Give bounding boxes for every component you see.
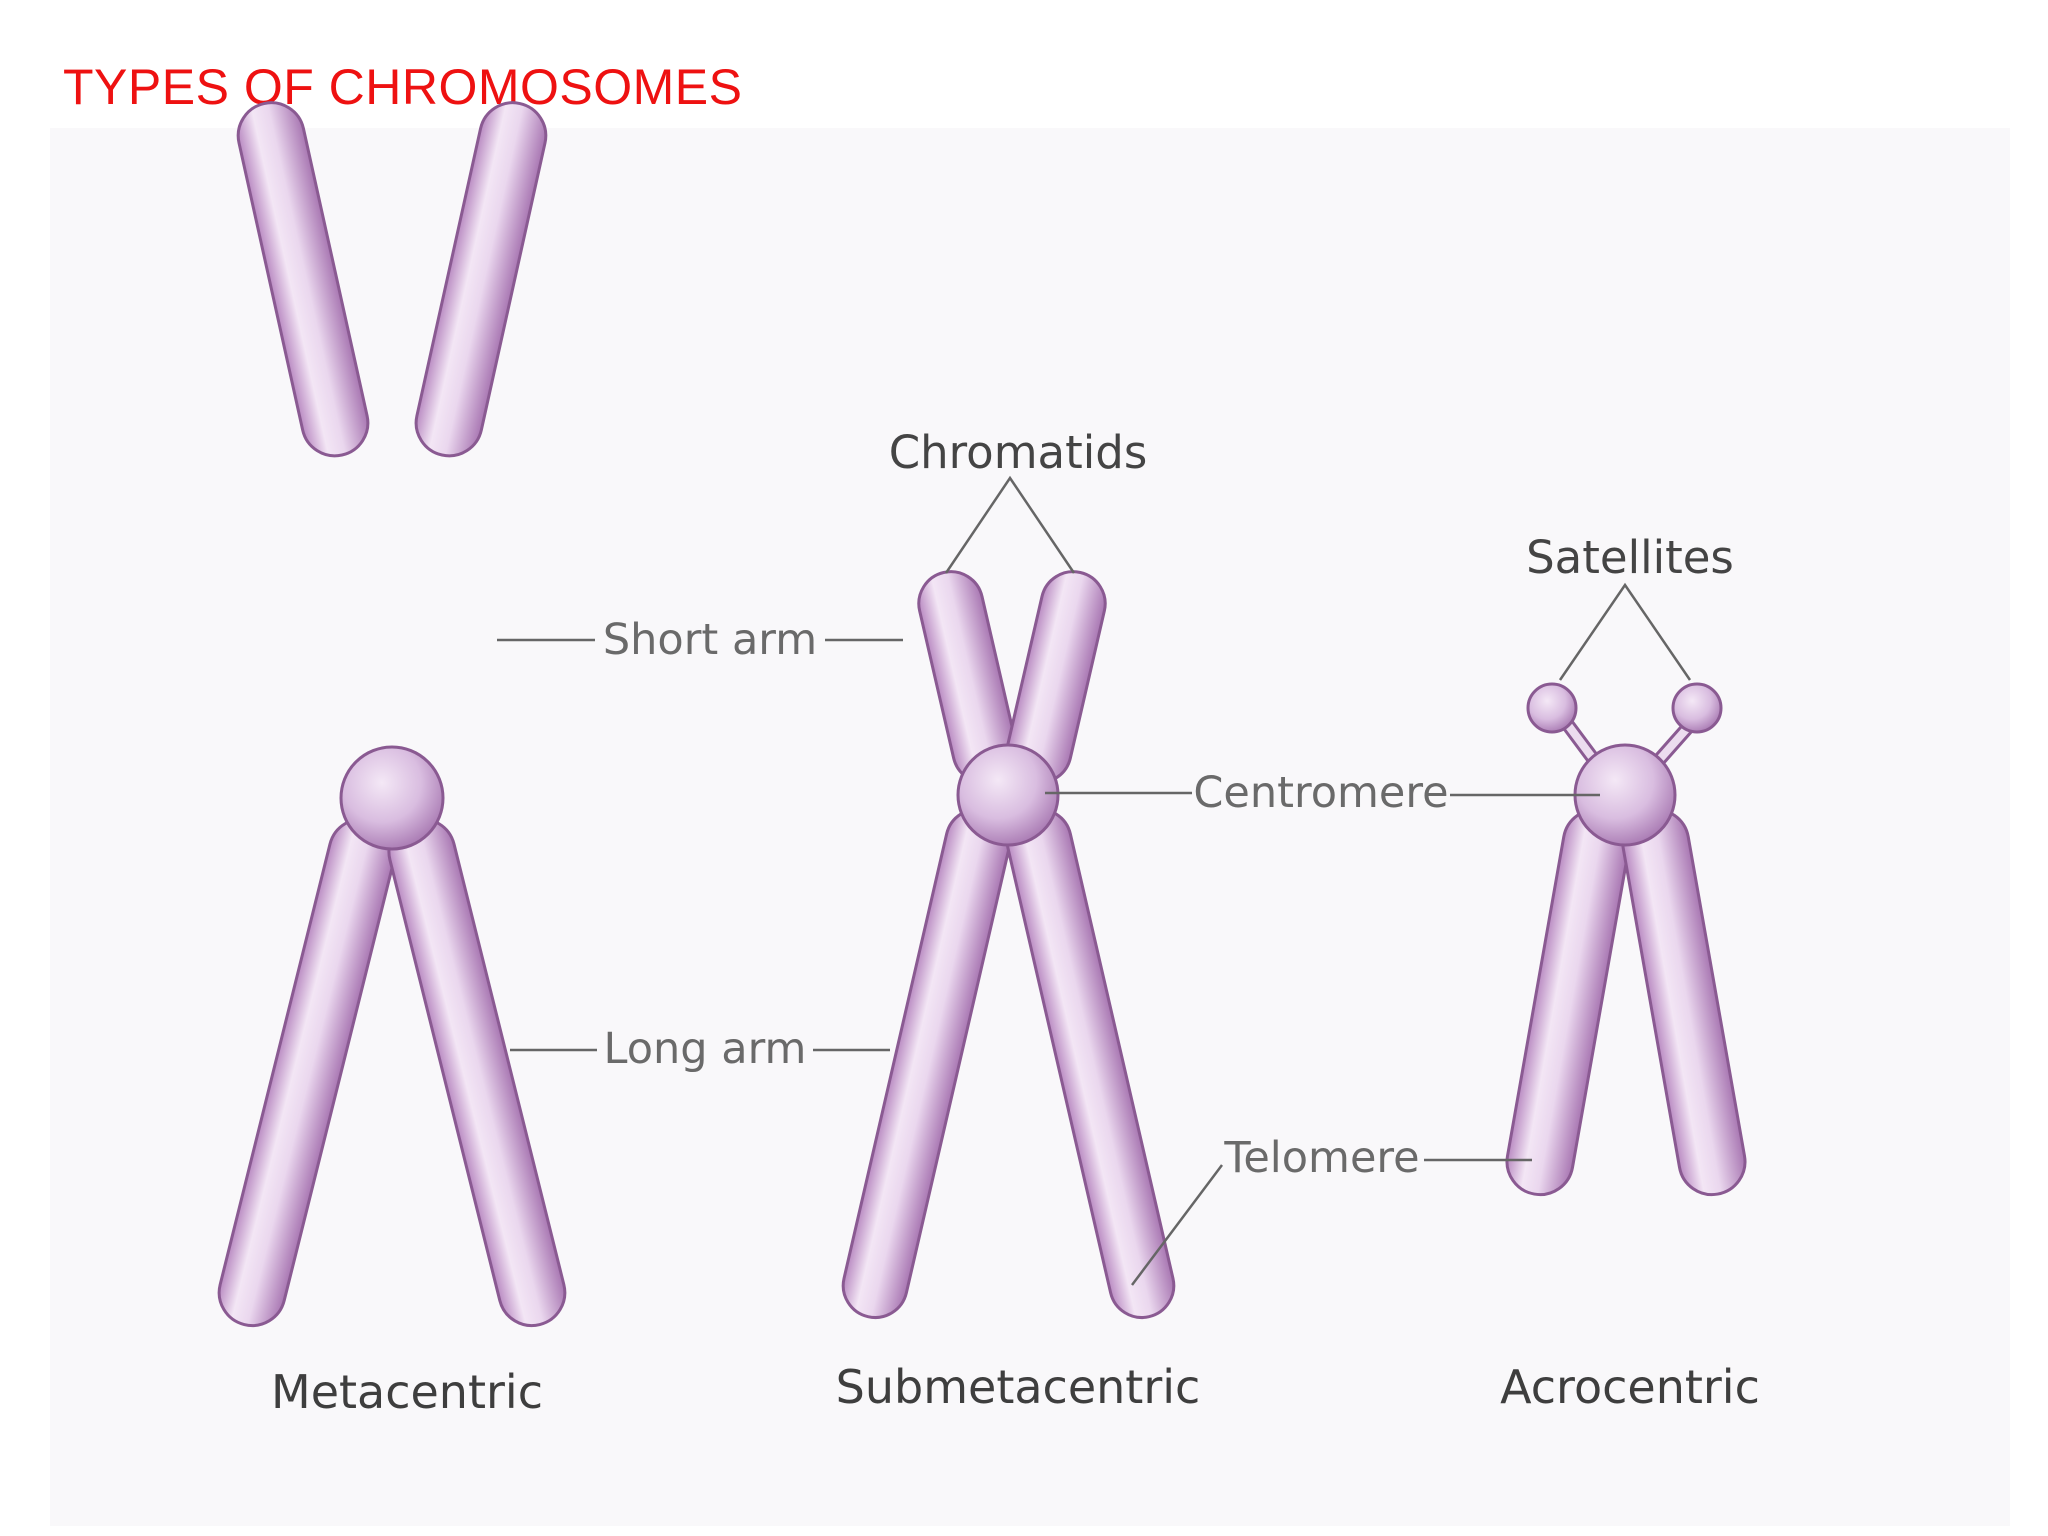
slide-title: TYPES OF CHROMOSOMES	[63, 59, 743, 115]
acro-chromatid-left	[1505, 807, 1631, 1197]
chromatid-left-lower	[217, 817, 397, 1328]
submetacentric-chromosome	[841, 570, 1176, 1319]
chromatids-leader	[944, 475, 1076, 574]
acrocentric-label: Acrocentric	[1500, 1360, 1760, 1414]
satellite-right	[1671, 682, 1723, 734]
chromatid-left-upper	[236, 101, 370, 458]
leader-lines	[497, 475, 1692, 1286]
chromatid-right-upper	[414, 101, 548, 458]
chromatids-label: Chromatids	[889, 426, 1148, 479]
telomere-label: Telomere	[1223, 1133, 1419, 1183]
metacentric-label: Metacentric	[271, 1365, 543, 1419]
satellites-label: Satellites	[1526, 531, 1734, 584]
centromere-label: Centromere	[1193, 768, 1448, 818]
satellites-leader	[1558, 582, 1692, 681]
acro-chromatid-right	[1621, 807, 1747, 1197]
short-arm-label: Short arm	[603, 615, 817, 665]
submetacentric-label: Submetacentric	[836, 1360, 1201, 1414]
satellite-left	[1526, 682, 1578, 734]
acrocentric-chromosome	[1505, 682, 1747, 1197]
sub-chromatid-right-lower	[1005, 807, 1176, 1319]
chromatid-right-lower	[387, 817, 567, 1328]
telomere-leader-left	[1131, 1164, 1223, 1286]
centromere-metacentric	[339, 745, 445, 851]
sub-chromatid-left-lower	[841, 807, 1012, 1319]
long-arm-label: Long arm	[604, 1024, 807, 1074]
labels: Chromatids Satellites Short arm Long arm…	[271, 426, 1760, 1419]
metacentric-chromosome	[217, 101, 567, 1328]
centromere-submetacentric	[956, 743, 1060, 847]
